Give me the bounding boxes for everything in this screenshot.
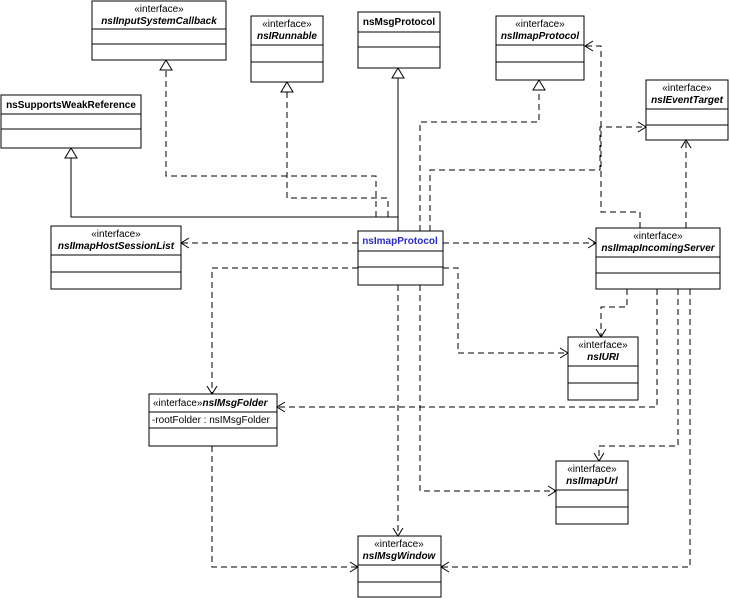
class-name: nsIMsgWindow	[363, 551, 437, 562]
dependency-server-imap-protocol-iface	[585, 45, 641, 228]
class-name: nsIImapIncomingServer	[601, 243, 715, 254]
class-name: nsIRunnable	[257, 31, 317, 42]
class-name: nsIImapHostSessionList	[58, 241, 175, 252]
class-name: nsIEventTarget	[651, 95, 724, 106]
realization-runnable	[286, 92, 389, 217]
dependency-arrowhead-server-imap-protocol-iface	[584, 40, 594, 52]
dependency-server-imap-url	[598, 289, 679, 461]
class-name: nsIInputSystemCallback	[101, 16, 217, 27]
dependency-folder-msg-window	[211, 446, 358, 568]
relationships	[64, 40, 692, 573]
dependency-server-uri	[600, 289, 628, 337]
class-name: nsSupportsWeakReference	[6, 100, 136, 111]
class-nsIURI[interactable]: «interface» nsIURI	[567, 336, 639, 401]
realization-imap-protocol-iface	[419, 90, 540, 231]
stereotype-label: «interface»	[662, 83, 712, 94]
class-name: nsIMsgFolder	[202, 398, 268, 409]
class-nsIMsgWindow[interactable]: «interface» nsIMsgWindow	[357, 535, 442, 598]
stereotype-label: «interface»	[153, 398, 203, 409]
class-nsIImapProtocol-interface[interactable]: «interface» nsIImapProtocol	[495, 15, 585, 81]
realization-arrowhead-input-system-callback	[159, 59, 173, 71]
dependency-server-msg-folder	[277, 289, 658, 408]
class-name: nsIImapProtocol	[501, 31, 580, 42]
class-name: nsMsgProtocol	[363, 17, 435, 28]
class-nsIEventTarget[interactable]: «interface» nsIEventTarget	[645, 79, 729, 141]
stereotype-label: «interface»	[134, 4, 184, 15]
stereotype-label: «interface»	[578, 340, 628, 351]
generalization-arrowhead-weak-reference	[64, 147, 78, 159]
dependency-imap-url	[419, 285, 556, 492]
stereotype-label: «interface»	[515, 19, 565, 30]
stereotype-and-name: «interface»nsIMsgFolder	[153, 398, 269, 409]
class-nsIRunnable[interactable]: «interface» nsIRunnable	[250, 15, 324, 83]
class-nsSupportsWeakReference[interactable]: nsSupportsWeakReference	[0, 94, 142, 149]
stereotype-label: «interface»	[567, 464, 617, 475]
stereotype-label: «interface»	[91, 229, 141, 240]
class-nsIImapUrl[interactable]: «interface» nsIImapUrl	[555, 460, 629, 525]
stereotype-label: «interface»	[262, 19, 312, 30]
realization-arrowhead-imap-protocol-iface	[532, 79, 546, 91]
realization-arrowhead-runnable	[280, 81, 294, 93]
class-name: nsIImapUrl	[566, 476, 618, 487]
attribute-root-folder: -rootFolder : nsIMsgFolder	[152, 415, 270, 426]
class-name: nsImapProtocol	[362, 236, 438, 247]
class-nsImapProtocol[interactable]: nsImapProtocol	[357, 230, 444, 286]
class-nsMsgProtocol[interactable]: nsMsgProtocol	[357, 11, 441, 69]
dependency-event-target	[429, 126, 646, 231]
class-name: nsIURI	[587, 352, 619, 363]
stereotype-label: «interface»	[374, 539, 424, 550]
class-nsIImapIncomingServer[interactable]: «interface» nsIImapIncomingServer	[595, 227, 721, 290]
realization-input-system-callback	[165, 70, 377, 217]
class-nsIImapHostSessionList[interactable]: «interface» nsIImapHostSessionList	[50, 225, 182, 290]
class-nsIInputSystemCallback[interactable]: «interface» nsIInputSystemCallback	[91, 0, 227, 61]
dependency-uri-from-protocol	[443, 267, 568, 354]
dependency-msg-folder-from-protocol	[211, 267, 358, 394]
generalization-arrowhead-msg-protocol	[391, 67, 405, 79]
dependency-server-msg-window	[441, 289, 691, 568]
stereotype-label: «interface»	[633, 231, 683, 242]
class-nsIMsgFolder[interactable]: «interface»nsIMsgFolder -rootFolder : ns…	[148, 393, 278, 447]
generalization-weak-reference	[70, 158, 398, 218]
